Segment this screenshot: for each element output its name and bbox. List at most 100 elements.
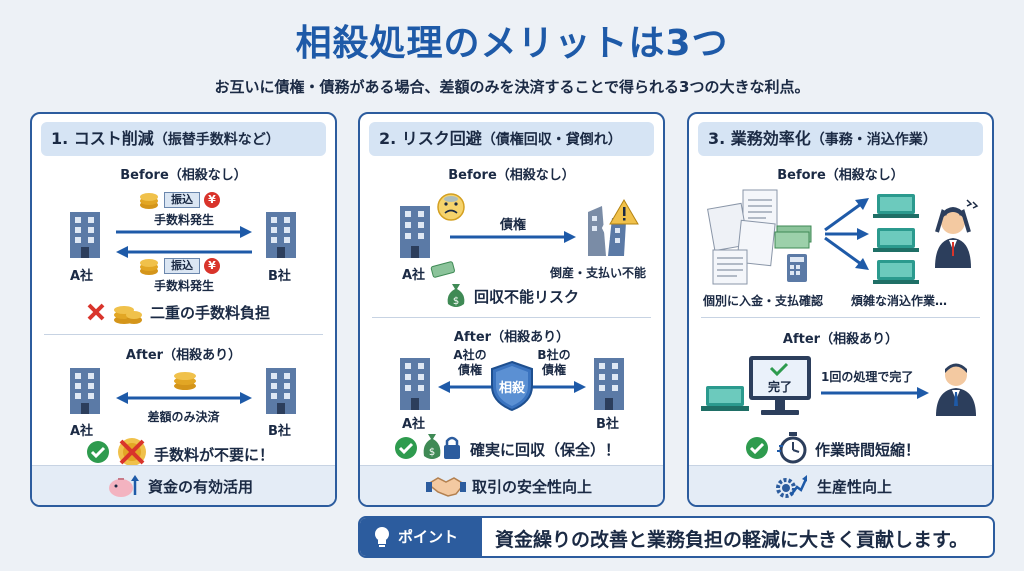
point-tag-label: ポイント: [398, 528, 459, 546]
svg-text:$: $: [429, 447, 435, 458]
card-heading-sub: （振替手数料など）: [153, 132, 280, 148]
card-heading: 1. コスト削減（振替手数料など）: [41, 122, 326, 156]
cross-icon: [87, 303, 105, 321]
work-label: 煩雑な消込作業…: [851, 294, 948, 308]
after-result: 確実に回収（保全）！: [470, 441, 621, 459]
worried-face-icon: [437, 193, 465, 221]
before-result: 二重の手数料負担: [150, 304, 271, 322]
collapsed-building-icon: [588, 199, 639, 256]
coins-icon: [140, 259, 158, 275]
flying-money-icon: [430, 261, 455, 278]
building-icon: [266, 368, 296, 414]
shield-icon: [491, 360, 533, 412]
coins-icon: [174, 372, 196, 390]
building-icon: [400, 358, 430, 410]
coins-icon: [140, 193, 158, 209]
bankrupt-label: 倒産・支払い不能: [550, 266, 647, 280]
point-banner: ポイント 資金繰りの改善と業務負担の軽減に大きく貢献します。: [358, 516, 995, 558]
businessman-icon: [936, 363, 976, 416]
transfer-arrows: [116, 226, 252, 258]
yen-icon: ¥: [204, 192, 220, 208]
b-claim-label: B社の 債権: [537, 348, 571, 377]
no-fee-icon: [118, 438, 146, 466]
card-footer: 生産性向上: [689, 465, 992, 505]
secured-money-icon: $: [423, 434, 460, 459]
stopwatch-icon: [777, 432, 807, 464]
handshake-icon: [426, 477, 466, 497]
building-icon: [266, 212, 296, 258]
after-result: 手数料が不要に！: [154, 446, 275, 464]
point-tag: ポイント: [360, 518, 482, 556]
building-icon: [70, 368, 100, 414]
card-heading-main: 3. 業務効率化: [708, 129, 811, 148]
doc-check-label: 個別に入金・支払確認: [703, 294, 824, 308]
documents-pile-icon: [707, 189, 812, 285]
company-a-label: A社: [70, 424, 94, 439]
card-heading: 2. リスク回避（債権回収・貸倒れ）: [369, 122, 654, 156]
building-icon: [594, 358, 624, 410]
after-label: After（相殺あり）: [125, 348, 242, 363]
transfer-tag: 振込: [164, 192, 200, 208]
net-settlement-label: 差額のみ決済: [147, 410, 220, 424]
once-label: 1回の処理で完了: [821, 370, 914, 384]
monitor-icon: [749, 356, 811, 415]
bidirectional-arrow: [116, 392, 252, 404]
building-icon: [70, 212, 100, 258]
card-heading-main: 1. コスト削減: [51, 129, 154, 148]
after-label: After（相殺あり）: [782, 332, 899, 347]
card-risk-avoidance: 2. リスク回避（債権回収・貸倒れ） Before（相殺なし） A社 債権 倒産…: [358, 112, 665, 507]
gear-growth-icon: [776, 475, 807, 498]
card-footer: 資金の有効活用: [32, 465, 335, 505]
risk-label: 回収不能リスク: [474, 288, 580, 306]
stressed-person-icon: [935, 199, 979, 268]
after-label: After（相殺あり）: [453, 330, 570, 345]
divider: [44, 334, 323, 335]
footer-label: 資金の有効活用: [148, 478, 254, 496]
card-footer: 取引の安全性向上: [360, 465, 663, 505]
page-subtitle: お互いに債権・債務がある場合、差額のみを決済することで得られる3つの大きな利点。: [214, 78, 810, 96]
fee-label-top: 手数料発生: [154, 213, 215, 227]
card-heading: 3. 業務効率化（事務・消込作業）: [698, 122, 983, 156]
footer-label: 取引の安全性向上: [472, 478, 593, 496]
check-icon: [395, 437, 417, 459]
company-a-label: A社: [402, 268, 426, 283]
point-text: 資金繰りの改善と業務負担の軽減に大きく貢献します。: [495, 529, 969, 551]
company-b-label: B社: [268, 424, 291, 439]
complete-arrow: [821, 387, 929, 399]
laptop-icon: [701, 386, 749, 411]
laptops-icon: [873, 194, 919, 284]
card-cost-reduction: 1. コスト削減（振替手数料など） Before（相殺なし） A社 B社 振込 …: [30, 112, 337, 507]
check-icon: [87, 441, 109, 463]
a-claim-label: A社の 債権: [453, 348, 487, 377]
card-heading-sub: （事務・消込作業）: [810, 132, 937, 148]
lightbulb-icon: [375, 527, 389, 547]
company-a-label: A社: [402, 417, 426, 432]
page-title: 相殺処理のメリットは3つ: [295, 23, 729, 64]
company-b-label: B社: [268, 269, 291, 284]
footer-label: 生産性向上: [817, 478, 893, 496]
company-b-label: B社: [596, 417, 619, 432]
yen-icon: ¥: [204, 258, 220, 274]
claim-arrow: [450, 231, 576, 243]
fan-out-arrows: [824, 198, 869, 270]
done-label: 完了: [767, 380, 792, 394]
check-icon: [746, 437, 768, 459]
money-bag-icon: $: [447, 284, 465, 307]
card-efficiency: 3. 業務効率化（事務・消込作業） Before（相殺なし） 個別に入金・支払確…: [687, 112, 994, 507]
svg-text:$: $: [453, 296, 459, 307]
card-heading-main: 2. リスク回避: [379, 129, 482, 148]
transfer-tag: 振込: [164, 258, 200, 274]
divider: [701, 317, 980, 318]
claim-label: 債権: [500, 218, 527, 233]
after-result: 作業時間短縮！: [815, 441, 921, 459]
coins-stack-icon: [114, 306, 142, 324]
company-a-label: A社: [70, 269, 94, 284]
before-label: Before（相殺なし）: [120, 168, 247, 183]
before-label: Before（相殺なし）: [448, 168, 575, 183]
before-label: Before（相殺なし）: [777, 168, 904, 183]
shield-label: 相殺: [498, 381, 525, 396]
piggy-bank-icon: [109, 475, 139, 497]
divider: [372, 317, 651, 318]
card-heading-sub: （債権回収・貸倒れ）: [481, 132, 622, 148]
fee-label-bottom: 手数料発生: [154, 279, 215, 293]
